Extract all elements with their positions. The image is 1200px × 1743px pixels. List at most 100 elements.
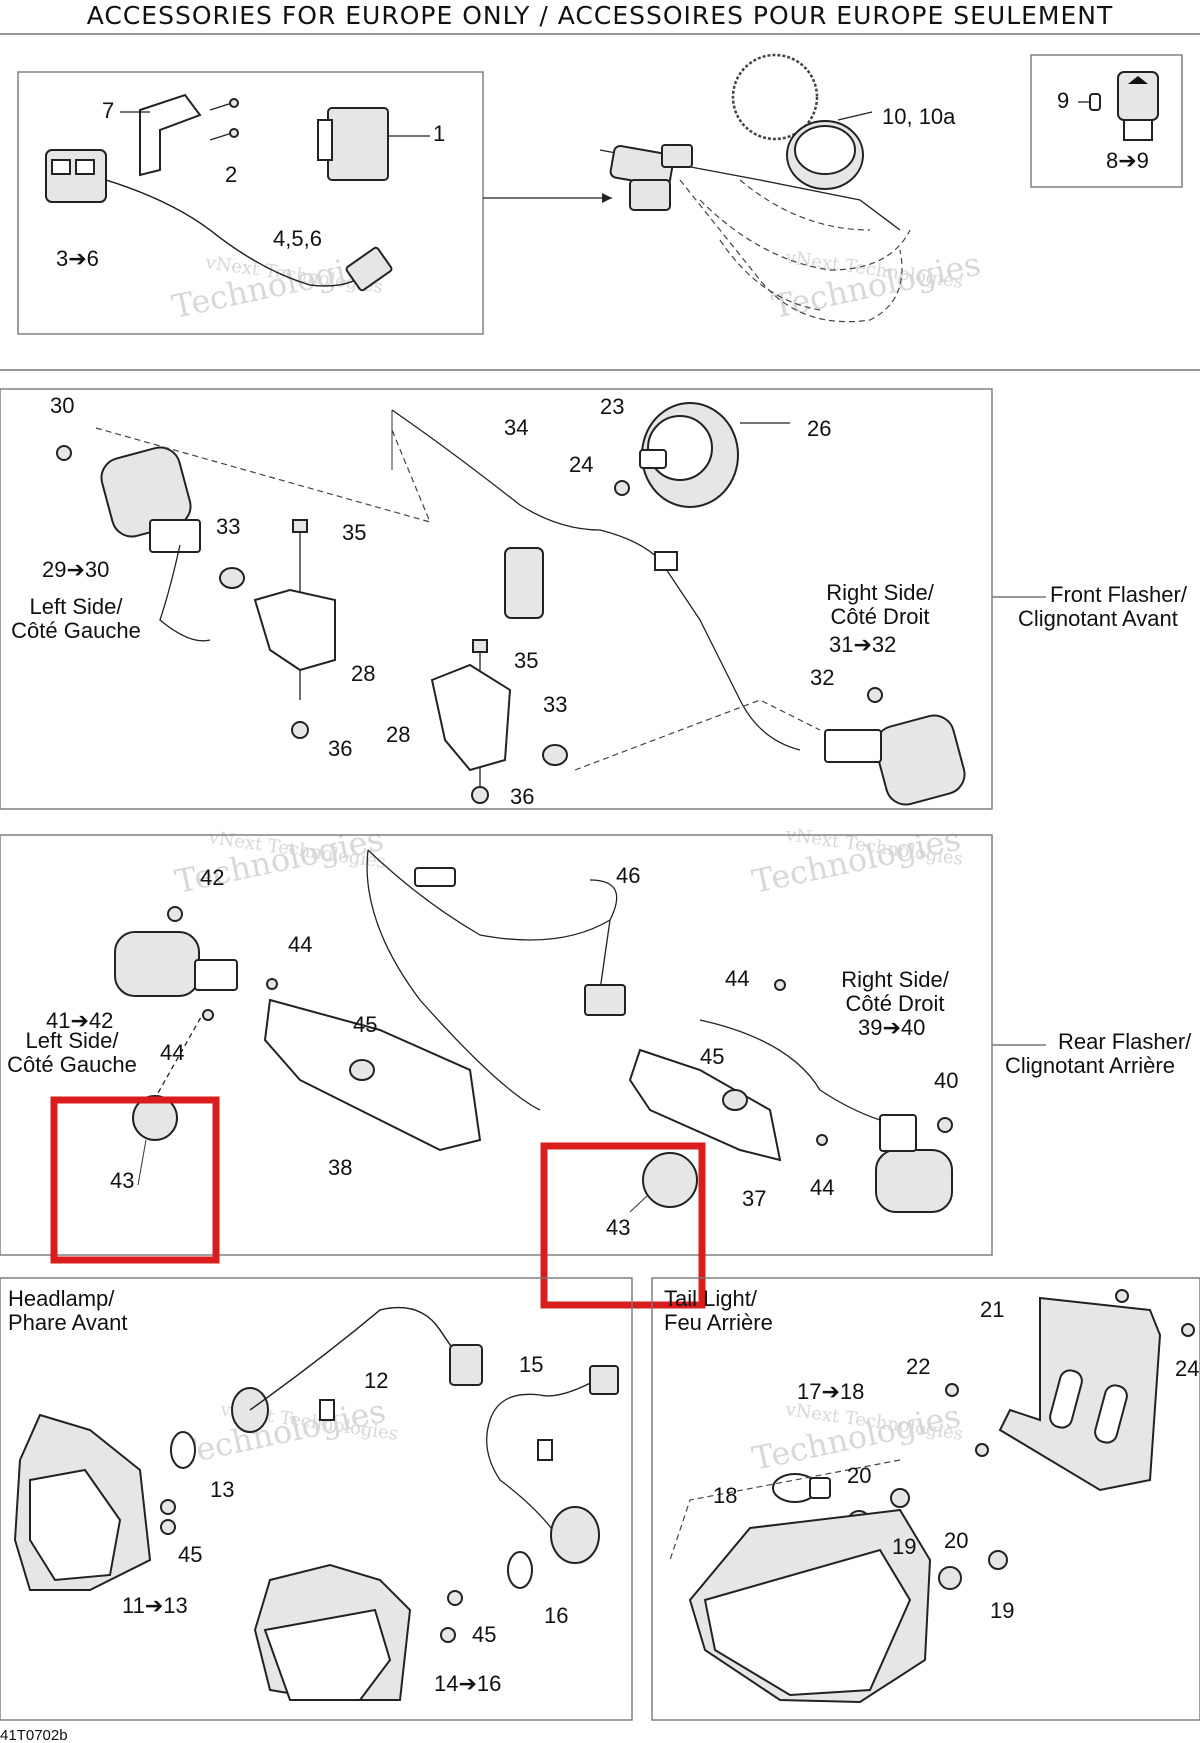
callout: 16 xyxy=(544,1603,568,1628)
label-cote-gauche-rear: Côté Gauche xyxy=(7,1052,137,1077)
label-right-side-rear: Right Side/ xyxy=(841,967,950,992)
section-front-flasher: 30 29➔30 Left Side/ Côté Gauche 33 35 34… xyxy=(0,388,1188,810)
cap-part xyxy=(132,1095,178,1141)
callout: 43 xyxy=(110,1168,134,1193)
callout: 40 xyxy=(934,1068,958,1093)
watermark-text: Technologies xyxy=(169,245,384,326)
callout: 45 xyxy=(178,1542,202,1567)
label-left-side: Left Side/ xyxy=(30,594,124,619)
callout: 29➔30 xyxy=(42,557,109,582)
diagram-title: ACCESSORIES FOR EUROPE ONLY / ACCESSOIRE… xyxy=(87,1,1114,30)
callout: 45 xyxy=(472,1622,496,1647)
detail-box-tail-light xyxy=(651,1277,1200,1721)
callout: 23 xyxy=(600,394,624,419)
label-clignotant-avant: Clignotant Avant xyxy=(1018,606,1178,631)
callout: 12 xyxy=(364,1368,388,1393)
section-handlebar-switches: 1 2 3➔6 4,5,6 7 8➔9 9 10, 10a xyxy=(0,53,1200,371)
callout: 46 xyxy=(616,863,640,888)
callout: 31➔32 xyxy=(829,632,896,657)
callout: 43 xyxy=(606,1215,630,1240)
callout: 19 xyxy=(892,1534,916,1559)
callout: 38 xyxy=(328,1155,352,1180)
relay-part xyxy=(327,107,389,181)
label-cote-droit-rear: Côté Droit xyxy=(845,991,944,1016)
callout: 36 xyxy=(328,736,352,761)
detail-box-switch xyxy=(17,71,484,335)
callout: 34 xyxy=(504,415,528,440)
label-phare-avant: Phare Avant xyxy=(8,1310,127,1335)
callout: 18 xyxy=(713,1483,737,1508)
flasher-lamp-left-rear xyxy=(114,931,200,997)
label-cote-droit: Côté Droit xyxy=(830,604,929,629)
callout: 45 xyxy=(353,1012,377,1037)
label-headlamp: Headlamp/ xyxy=(8,1286,115,1311)
label-right-side: Right Side/ xyxy=(826,580,935,605)
watermark-text: Technologies xyxy=(174,1392,389,1473)
callout: 20 xyxy=(847,1463,871,1488)
callout: 22 xyxy=(906,1354,930,1379)
callout: 33 xyxy=(543,692,567,717)
flasher-lamp-right-rear xyxy=(875,1149,953,1213)
label-cote-gauche: Côté Gauche xyxy=(11,618,141,643)
callout: 24 xyxy=(1175,1356,1199,1381)
flasher-lamp-right xyxy=(874,714,966,806)
label-left-side-rear: Left Side/ xyxy=(26,1028,120,1053)
highlight-box-left xyxy=(50,1096,220,1264)
callout: 2 xyxy=(225,162,237,187)
callout: 1 xyxy=(433,121,445,146)
callout: 33 xyxy=(216,514,240,539)
section-tail-light: Tail Light/ Feu Arrière 21 22 24 17➔18 2… xyxy=(651,1277,1200,1721)
callout: 30 xyxy=(50,393,74,418)
detail-box-socket xyxy=(1030,54,1183,188)
callout: 15 xyxy=(519,1352,543,1377)
callout: 28 xyxy=(351,661,375,686)
callout: 37 xyxy=(742,1186,766,1211)
detail-box-front-flasher xyxy=(0,388,993,810)
callout: 19 xyxy=(990,1598,1014,1623)
switch-part xyxy=(45,149,107,203)
callout: 4,5,6 xyxy=(273,226,322,251)
bracket-part-tail xyxy=(998,1296,1162,1492)
watermark-text: Technologies xyxy=(749,820,964,901)
callout: 45 xyxy=(700,1044,724,1069)
callout: 36 xyxy=(510,784,534,809)
callout: 44 xyxy=(288,932,312,957)
highlight-box-right xyxy=(540,1142,706,1309)
callout: 35 xyxy=(514,648,538,673)
section-headlamp: Headlamp/ Phare Avant 12 15 13 45 11➔13 … xyxy=(0,1277,633,1721)
callout: 44 xyxy=(725,966,749,991)
callout: 26 xyxy=(807,416,831,441)
callout: 9 xyxy=(1057,88,1069,113)
label-clignotant-arriere: Clignotant Arrière xyxy=(1005,1053,1175,1078)
detail-box-rear-flasher xyxy=(0,834,993,1256)
detail-box-headlamp xyxy=(0,1277,633,1721)
section-rear-flasher: 42 44 41➔42 Left Side/ Côté Gauche 44 45… xyxy=(0,834,1192,1309)
callout: 24 xyxy=(569,452,593,477)
bracket-part xyxy=(139,93,202,177)
callout: 44 xyxy=(160,1040,184,1065)
watermark-group: vNext Technologies Technologies vNext Te… xyxy=(169,245,984,1478)
callout: 3➔6 xyxy=(56,246,99,271)
label-front-flasher: Front Flasher/ xyxy=(1050,582,1188,607)
cap-part xyxy=(642,1152,698,1208)
callout: 7 xyxy=(102,98,114,123)
callout: 35 xyxy=(342,520,366,545)
label-tail-light: Tail Light/ xyxy=(664,1286,758,1311)
callout: 32 xyxy=(810,665,834,690)
label-feu-arriere: Feu Arrière xyxy=(664,1310,773,1335)
callout: 21 xyxy=(980,1297,1004,1322)
callout: 20 xyxy=(944,1528,968,1553)
label-rear-flasher: Rear Flasher/ xyxy=(1058,1029,1192,1054)
callout: 10, 10a xyxy=(882,104,956,129)
callout: 28 xyxy=(386,722,410,747)
callout: 14➔16 xyxy=(434,1671,501,1696)
callout: 44 xyxy=(810,1175,834,1200)
drawing-code: 41T0702b xyxy=(0,1727,68,1743)
callout: 42 xyxy=(200,865,224,890)
callout: 13 xyxy=(210,1477,234,1502)
callout: 11➔13 xyxy=(122,1593,188,1618)
callout: 8➔9 xyxy=(1106,148,1149,173)
callout: 41➔42 xyxy=(46,1008,113,1033)
callout: 39➔40 xyxy=(858,1015,925,1040)
